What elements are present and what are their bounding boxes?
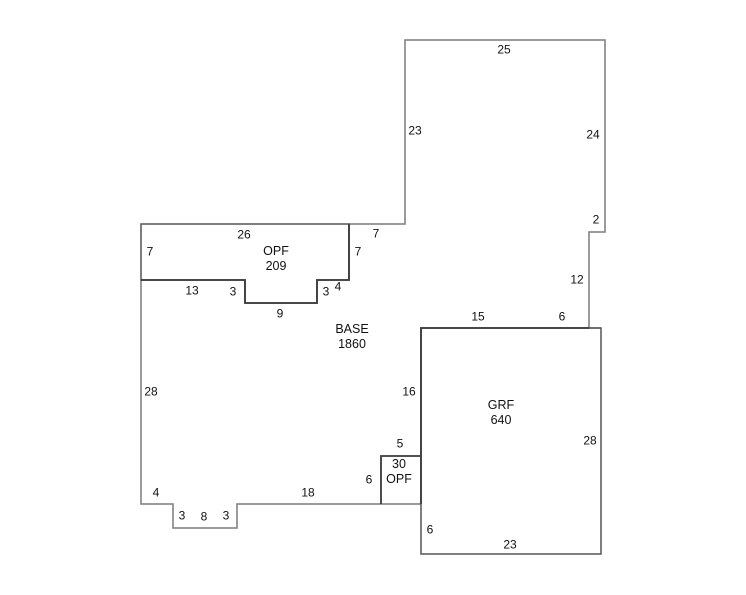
- base-outline: [140, 280, 421, 529]
- area-name: OPF: [386, 472, 412, 486]
- dim-label: 3: [178, 508, 186, 523]
- dim-label: 26: [237, 227, 251, 242]
- dim-label: 9: [276, 306, 284, 321]
- dim-label: 13: [185, 283, 199, 298]
- dim-label: 7: [146, 244, 154, 259]
- grf-dark-edge: [420, 327, 589, 504]
- dim-label: 18: [301, 485, 315, 500]
- dim-label: 3: [222, 508, 230, 523]
- dim-label: 4: [334, 279, 342, 294]
- area-size: 30: [392, 457, 406, 471]
- dim-label: 6: [558, 309, 566, 324]
- area-size: 640: [490, 413, 512, 427]
- area-name: BASE: [335, 322, 369, 336]
- opf-small-outline: [380, 455, 421, 504]
- area-name: GRF: [487, 398, 515, 412]
- dim-label: 28: [144, 384, 158, 399]
- dim-label: 23: [503, 537, 517, 552]
- dim-label: 7: [354, 244, 362, 259]
- area-name: OPF: [263, 244, 289, 258]
- dim-label: 5: [396, 436, 404, 451]
- dim-label: 28: [583, 433, 597, 448]
- grf-outline: [420, 327, 602, 555]
- dim-label: 6: [365, 472, 373, 487]
- dim-label: 4: [152, 485, 160, 500]
- dim-label: 2: [592, 212, 600, 227]
- dim-label: 12: [570, 272, 584, 287]
- dim-label: 16: [402, 384, 416, 399]
- dim-label: 3: [322, 284, 330, 299]
- dim-label: 3: [229, 284, 237, 299]
- dim-label: 6: [426, 522, 434, 537]
- area-size: 1860: [338, 337, 366, 351]
- dim-label: 24: [586, 127, 600, 142]
- dim-label: 25: [497, 42, 511, 57]
- area-size: 209: [265, 259, 287, 273]
- opf-notch-dark: [141, 224, 350, 304]
- dim-label: 23: [408, 123, 422, 138]
- upper-outline: [349, 39, 606, 329]
- dim-label: 8: [200, 509, 208, 524]
- dim-label: 7: [372, 226, 380, 241]
- dim-label: 15: [471, 309, 485, 324]
